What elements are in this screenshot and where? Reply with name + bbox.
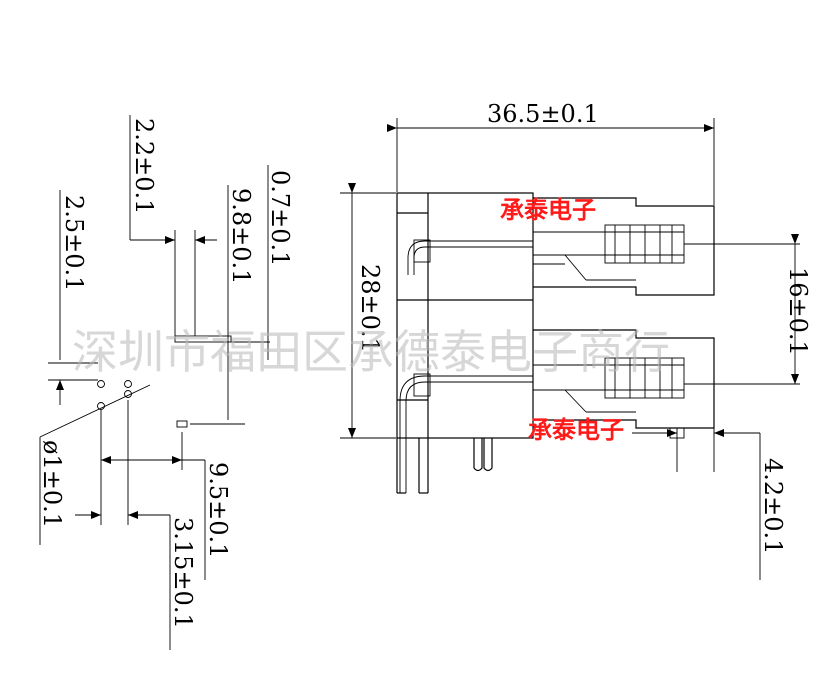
- connector-side-view: [396, 192, 715, 494]
- front-offset-label: 4.2±0.1: [759, 458, 787, 554]
- brand-top: 承泰电子: [500, 196, 596, 224]
- dim-width: 36.5±0.1: [387, 100, 715, 205]
- dim-front-offset: 4.2±0.1: [632, 428, 787, 580]
- pin-2-2-label: 2.2±0.1: [130, 118, 158, 214]
- width-label: 36.5±0.1: [487, 100, 599, 128]
- dim-hole: ø1±0.1: [38, 437, 66, 545]
- pin-2-5-label: 2.5±0.1: [60, 195, 88, 291]
- brand-bottom: 承泰电子: [528, 416, 624, 444]
- watermark: 深圳市福田区承德泰电子商行: [72, 325, 670, 379]
- pin-3-15-label: 3.15±0.1: [169, 517, 197, 629]
- pin-9-5-label: 9.5±0.1: [204, 462, 232, 558]
- dim-0-7: 0.7±0.1: [231, 165, 294, 360]
- pin-0-7-label: 0.7±0.1: [266, 170, 294, 266]
- port-spacing-label: 16±0.1: [784, 267, 812, 356]
- dim-2-5: 2.5±0.1: [48, 190, 98, 405]
- dim-9-8: 9.8±0.1: [190, 185, 255, 425]
- height-label: 28±0.1: [356, 264, 384, 353]
- dim-port-spacing: 16±0.1: [684, 234, 812, 385]
- dim-2-2: 2.2±0.1: [129, 115, 217, 336]
- pcb-footprint: [39, 335, 232, 438]
- dim-9-5: 9.5±0.1: [100, 410, 232, 580]
- dim-3-15: 3.15±0.1: [75, 400, 197, 650]
- hole-dia-label: ø1±0.1: [38, 440, 66, 528]
- pin-9-8-label: 9.8±0.1: [227, 188, 255, 284]
- dim-height: 28±0.1: [340, 183, 396, 439]
